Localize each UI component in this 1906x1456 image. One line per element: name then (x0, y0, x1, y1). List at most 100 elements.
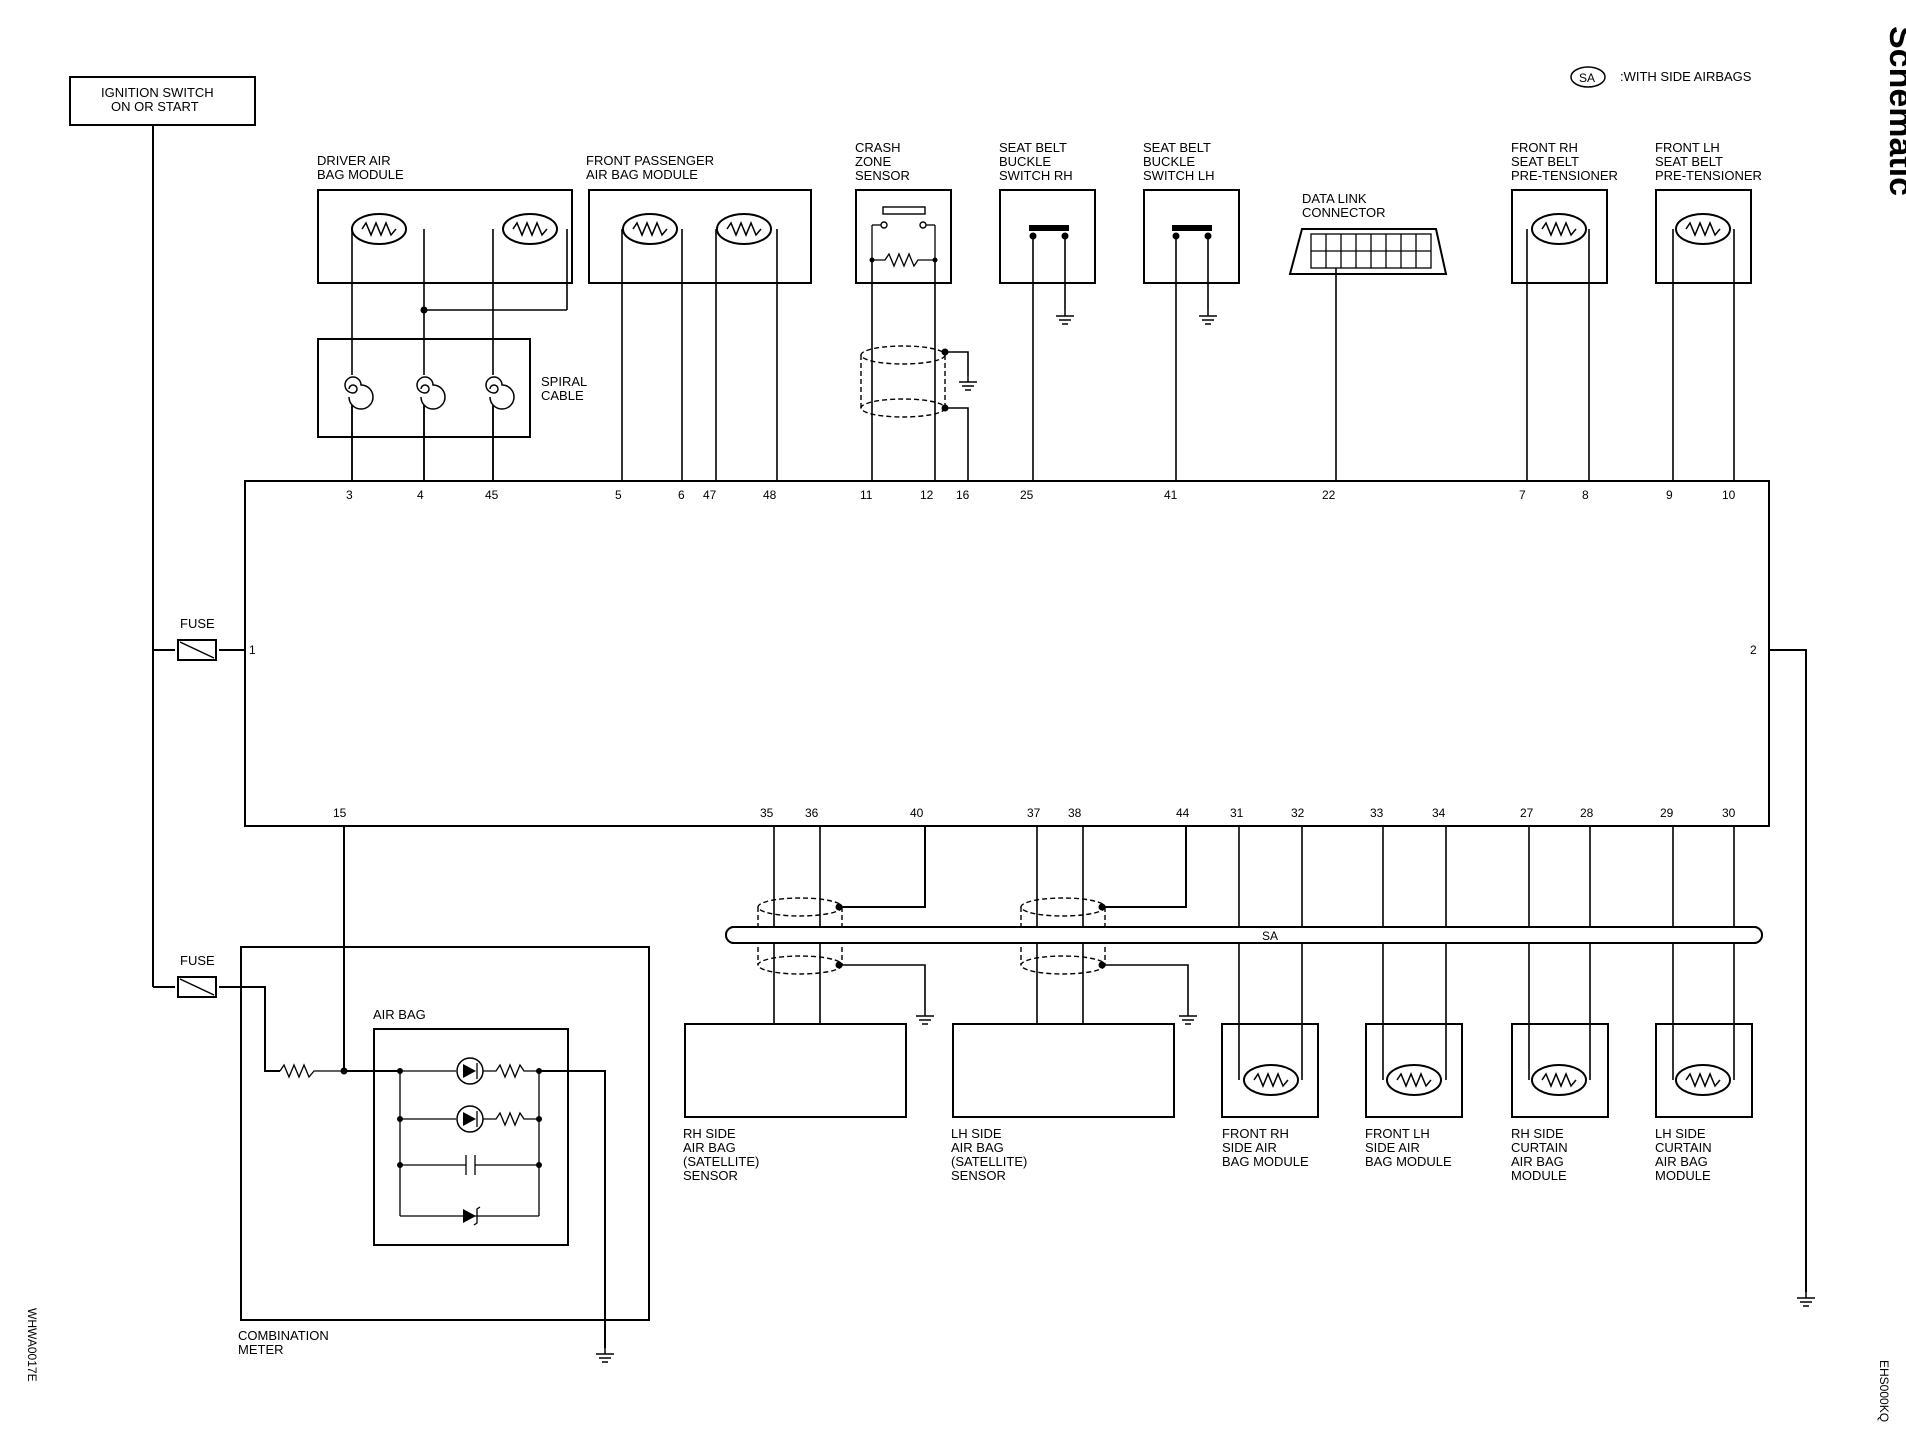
top-pin-numbers: 3 4 45 5 6 47 48 11 12 16 25 41 22 7 8 9… (249, 488, 1757, 657)
crash-sensor-shield (860, 345, 978, 481)
fuse-2-label: FUSE (180, 953, 215, 968)
passenger-module-label-2: AIR BAG MODULE (586, 167, 698, 182)
pin-8: 8 (1582, 488, 1589, 502)
pretensioner-lh-label-2: SEAT BELT (1655, 154, 1723, 169)
lh-sensor-label-1: LH SIDE (951, 1126, 1002, 1141)
crash-sensor-label-1: CRASH (855, 140, 901, 155)
passenger-module-label-1: FRONT PASSENGER (586, 153, 714, 168)
pin-37: 37 (1027, 806, 1041, 820)
rh-sensor-label-1: RH SIDE (683, 1126, 736, 1141)
ignition-switch: IGNITION SWITCH ON OR START (69, 76, 256, 126)
lh-curtain-label-3: AIR BAG (1655, 1154, 1708, 1169)
rh-sensor-label-3: (SATELLITE) (683, 1154, 759, 1169)
air-bag-lamp-label: AIR BAG (373, 1007, 426, 1022)
pin-12: 12 (920, 488, 934, 502)
pin-3: 3 (346, 488, 353, 502)
crash-sensor-label-2: ZONE (855, 154, 891, 169)
pretensioner-lh-label-3: PRE-TENSIONER (1655, 168, 1762, 183)
legend-text: :WITH SIDE AIRBAGS (1620, 69, 1752, 84)
ignition-label-1: IGNITION SWITCH (101, 85, 214, 100)
pin-32: 32 (1291, 806, 1305, 820)
front-rh-side-label-3: BAG MODULE (1222, 1154, 1309, 1169)
dlc-label-2: CONNECTOR (1302, 205, 1386, 220)
rh-sensor-label-2: AIR BAG (683, 1140, 736, 1155)
pin-34: 34 (1432, 806, 1446, 820)
rh-curtain-label-2: CURTAIN (1511, 1140, 1568, 1155)
pin-1: 1 (249, 643, 256, 657)
combination-meter-label-2: METER (238, 1342, 284, 1357)
buckle-lh-label-3: SWITCH LH (1143, 168, 1215, 183)
lh-curtain-label-4: MODULE (1655, 1168, 1711, 1183)
pin-35: 35 (760, 806, 774, 820)
front-rh-side-label-1: FRONT RH (1222, 1126, 1289, 1141)
pin-16: 16 (956, 488, 970, 502)
pin-36: 36 (805, 806, 819, 820)
pin-10: 10 (1722, 488, 1736, 502)
buckle-rh-label-1: SEAT BELT (999, 140, 1067, 155)
front-lh-seat-belt-pre-tensioner: FRONT LH SEAT BELT PRE-TENSIONER (1655, 140, 1762, 481)
front-rh-side-label-2: SIDE AIR (1222, 1140, 1277, 1155)
dlc-label-1: DATA LINK (1302, 191, 1367, 206)
buckle-rh-label-3: SWITCH RH (999, 168, 1073, 183)
rh-side-curtain-air-bag-module: RH SIDE CURTAIN AIR BAG MODULE (1511, 826, 1609, 1183)
combination-meter-label-1: COMBINATION (238, 1328, 329, 1343)
spiral-label-2: CABLE (541, 388, 584, 403)
pin-38: 38 (1068, 806, 1082, 820)
pin-4: 4 (417, 488, 424, 502)
pin-40: 40 (910, 806, 924, 820)
air-bag-control-unit (244, 480, 1770, 827)
pin-30: 30 (1722, 806, 1736, 820)
pin-11: 11 (860, 488, 873, 502)
front-lh-side-label-1: FRONT LH (1365, 1126, 1430, 1141)
driver-module-label-2: BAG MODULE (317, 167, 404, 182)
buckle-rh-label-2: BUCKLE (999, 154, 1051, 169)
combination-meter: COMBINATION METER (219, 826, 650, 1357)
lh-sensor-label-4: SENSOR (951, 1168, 1006, 1183)
pretensioner-rh-label-3: PRE-TENSIONER (1511, 168, 1618, 183)
pin-7: 7 (1519, 488, 1526, 502)
crash-sensor-label-3: SENSOR (855, 168, 910, 183)
ignition-label-2: ON OR START (111, 99, 199, 114)
pin-45: 45 (485, 488, 499, 502)
pin-6: 6 (678, 488, 685, 502)
page-title: Schematic (1882, 26, 1906, 196)
air-bag-warning-lamp: AIR BAG (373, 1007, 615, 1363)
lh-sensor-label-3: (SATELLITE) (951, 1154, 1027, 1169)
rh-curtain-label-3: AIR BAG (1511, 1154, 1564, 1169)
pin-2: 2 (1750, 643, 1757, 657)
front-rh-seat-belt-pre-tensioner: FRONT RH SEAT BELT PRE-TENSIONER (1511, 140, 1618, 481)
bottom-pin-numbers: 15 35 36 40 37 38 44 31 32 33 34 27 28 2… (333, 806, 1736, 820)
pretensioner-rh-label-2: SEAT BELT (1511, 154, 1579, 169)
fuse-1-label: FUSE (180, 616, 215, 631)
lh-sensor-label-2: AIR BAG (951, 1140, 1004, 1155)
lh-curtain-label-1: LH SIDE (1655, 1126, 1706, 1141)
driver-air-bag-module: DRIVER AIR BAG MODULE (317, 153, 573, 481)
pretensioner-rh-label-1: FRONT RH (1511, 140, 1578, 155)
rh-side-air-bag-sensor: RH SIDE AIR BAG (SATELLITE) SENSOR (683, 826, 935, 1183)
front-rh-side-air-bag-module: FRONT RH SIDE AIR BAG MODULE (1221, 826, 1319, 1169)
driver-module-label-1: DRIVER AIR (317, 153, 391, 168)
pin-47: 47 (703, 488, 717, 502)
pin-48: 48 (763, 488, 777, 502)
lh-side-air-bag-sensor: LH SIDE AIR BAG (SATELLITE) SENSOR (951, 826, 1198, 1183)
pin-5: 5 (615, 488, 622, 502)
seat-belt-buckle-switch-rh: SEAT BELT BUCKLE SWITCH RH (999, 140, 1096, 481)
legend-symbol-text: SA (1579, 71, 1595, 85)
lh-side-curtain-air-bag-module: LH SIDE CURTAIN AIR BAG MODULE (1655, 826, 1753, 1183)
pin-29: 29 (1660, 806, 1674, 820)
harness-label-overlay: SA (1262, 929, 1278, 943)
pin-44: 44 (1176, 806, 1190, 820)
pin-22: 22 (1322, 488, 1336, 502)
rh-curtain-label-1: RH SIDE (1511, 1126, 1564, 1141)
crash-zone-sensor: CRASH ZONE SENSOR (855, 140, 952, 481)
lh-curtain-label-2: CURTAIN (1655, 1140, 1712, 1155)
pretensioner-lh-label-1: FRONT LH (1655, 140, 1720, 155)
pin-25: 25 (1020, 488, 1034, 502)
buckle-lh-label-2: BUCKLE (1143, 154, 1195, 169)
rh-sensor-label-4: SENSOR (683, 1168, 738, 1183)
pin-15: 15 (333, 806, 347, 820)
pin-9: 9 (1666, 488, 1673, 502)
pin-41: 41 (1164, 488, 1178, 502)
spiral-cable: SPIRAL CABLE (317, 338, 587, 481)
